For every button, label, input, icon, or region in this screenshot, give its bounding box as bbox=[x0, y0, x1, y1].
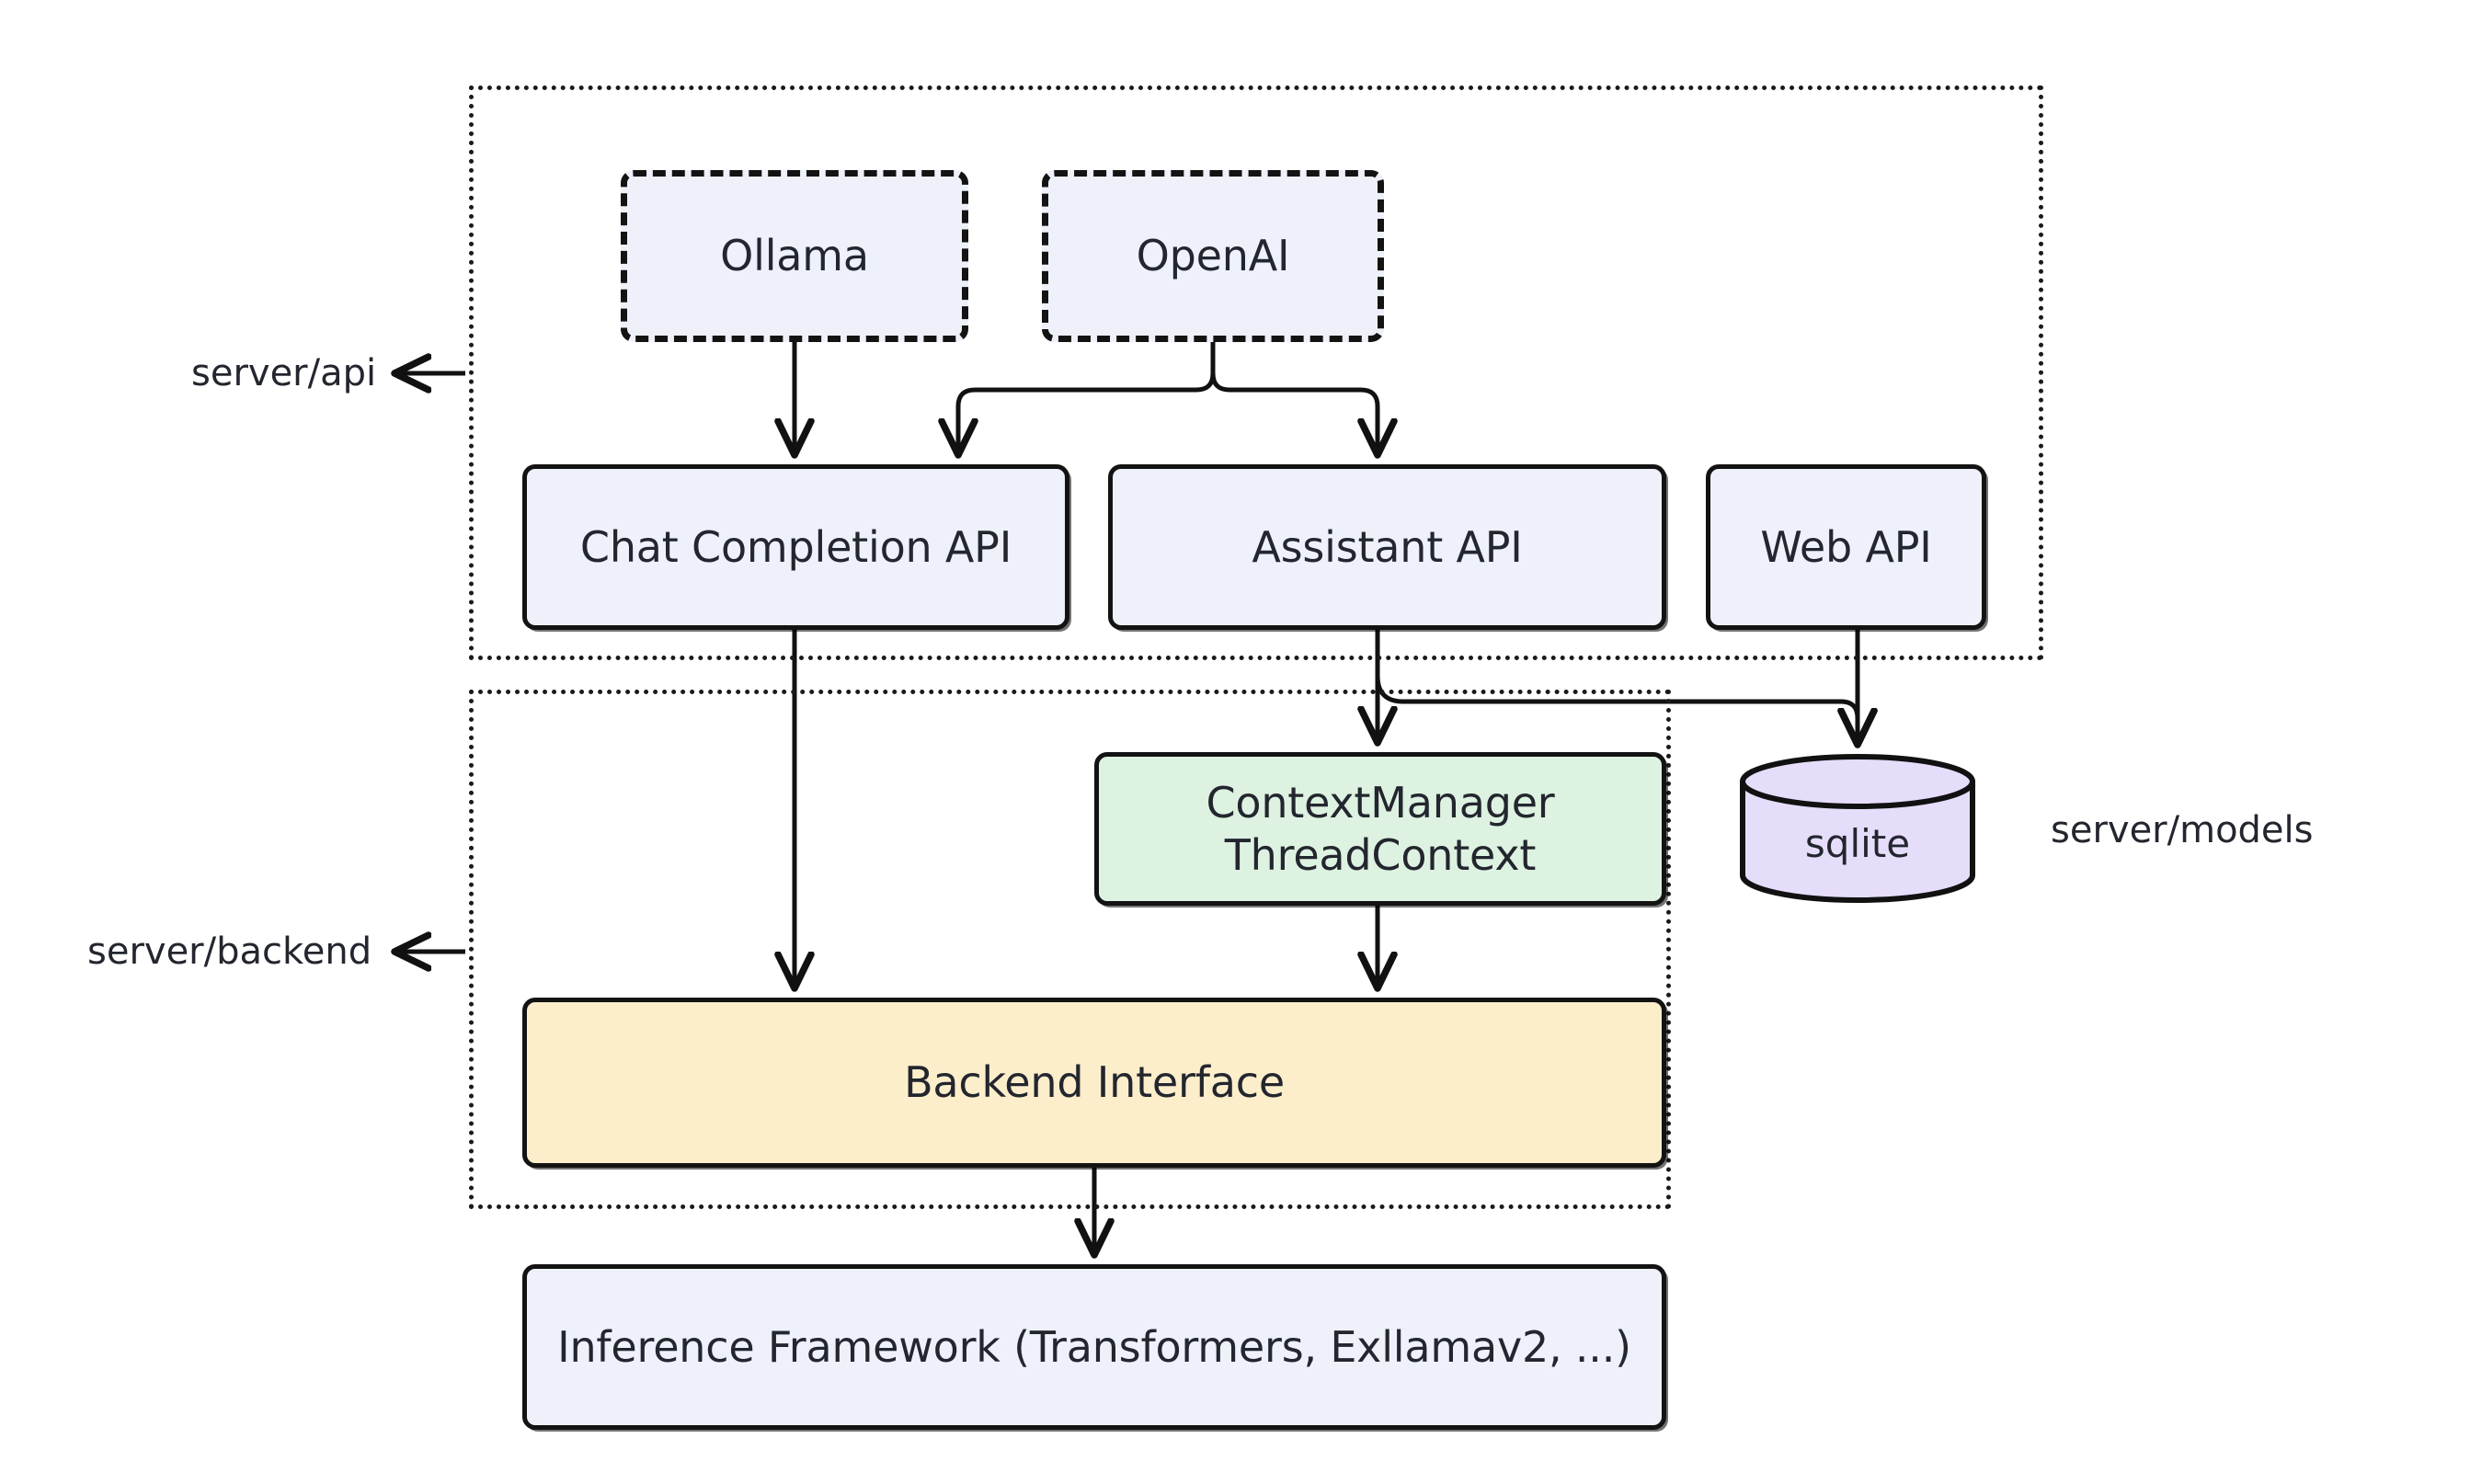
node-assistant-api-label: Assistant API bbox=[1252, 521, 1523, 572]
group-label-server-backend: server/backend bbox=[87, 930, 372, 973]
node-chat-completion-api-label: Chat Completion API bbox=[579, 521, 1012, 572]
group-label-server-api: server/api bbox=[191, 352, 377, 394]
node-backend-interface-label: Backend Interface bbox=[904, 1057, 1285, 1108]
node-backend-interface[interactable]: Backend Interface bbox=[522, 998, 1666, 1168]
node-chat-completion-api[interactable]: Chat Completion API bbox=[522, 464, 1069, 630]
node-inference-framework[interactable]: Inference Framework (Transformers, Exlla… bbox=[522, 1264, 1666, 1430]
node-sqlite-label: sqlite bbox=[1804, 821, 1911, 866]
node-inference-framework-label: Inference Framework (Transformers, Exlla… bbox=[557, 1321, 1631, 1372]
node-sqlite[interactable]: sqlite bbox=[1738, 754, 1977, 903]
group-server-api bbox=[469, 86, 2043, 660]
node-web-api[interactable]: Web API bbox=[1706, 464, 1986, 630]
node-context-manager[interactable]: ContextManager ThreadContext bbox=[1094, 752, 1666, 906]
group-server-backend bbox=[469, 690, 1671, 1209]
node-web-api-label: Web API bbox=[1760, 521, 1932, 572]
node-ollama-label: Ollama bbox=[720, 231, 869, 281]
cylinder-shape bbox=[1740, 754, 1975, 903]
node-context-manager-label: ContextManager ThreadContext bbox=[1206, 778, 1555, 880]
node-openai[interactable]: OpenAI bbox=[1042, 170, 1384, 342]
node-ollama[interactable]: Ollama bbox=[621, 170, 968, 342]
group-label-server-models: server/models bbox=[2051, 809, 2314, 851]
node-assistant-api[interactable]: Assistant API bbox=[1108, 464, 1666, 630]
node-openai-label: OpenAI bbox=[1136, 231, 1290, 281]
